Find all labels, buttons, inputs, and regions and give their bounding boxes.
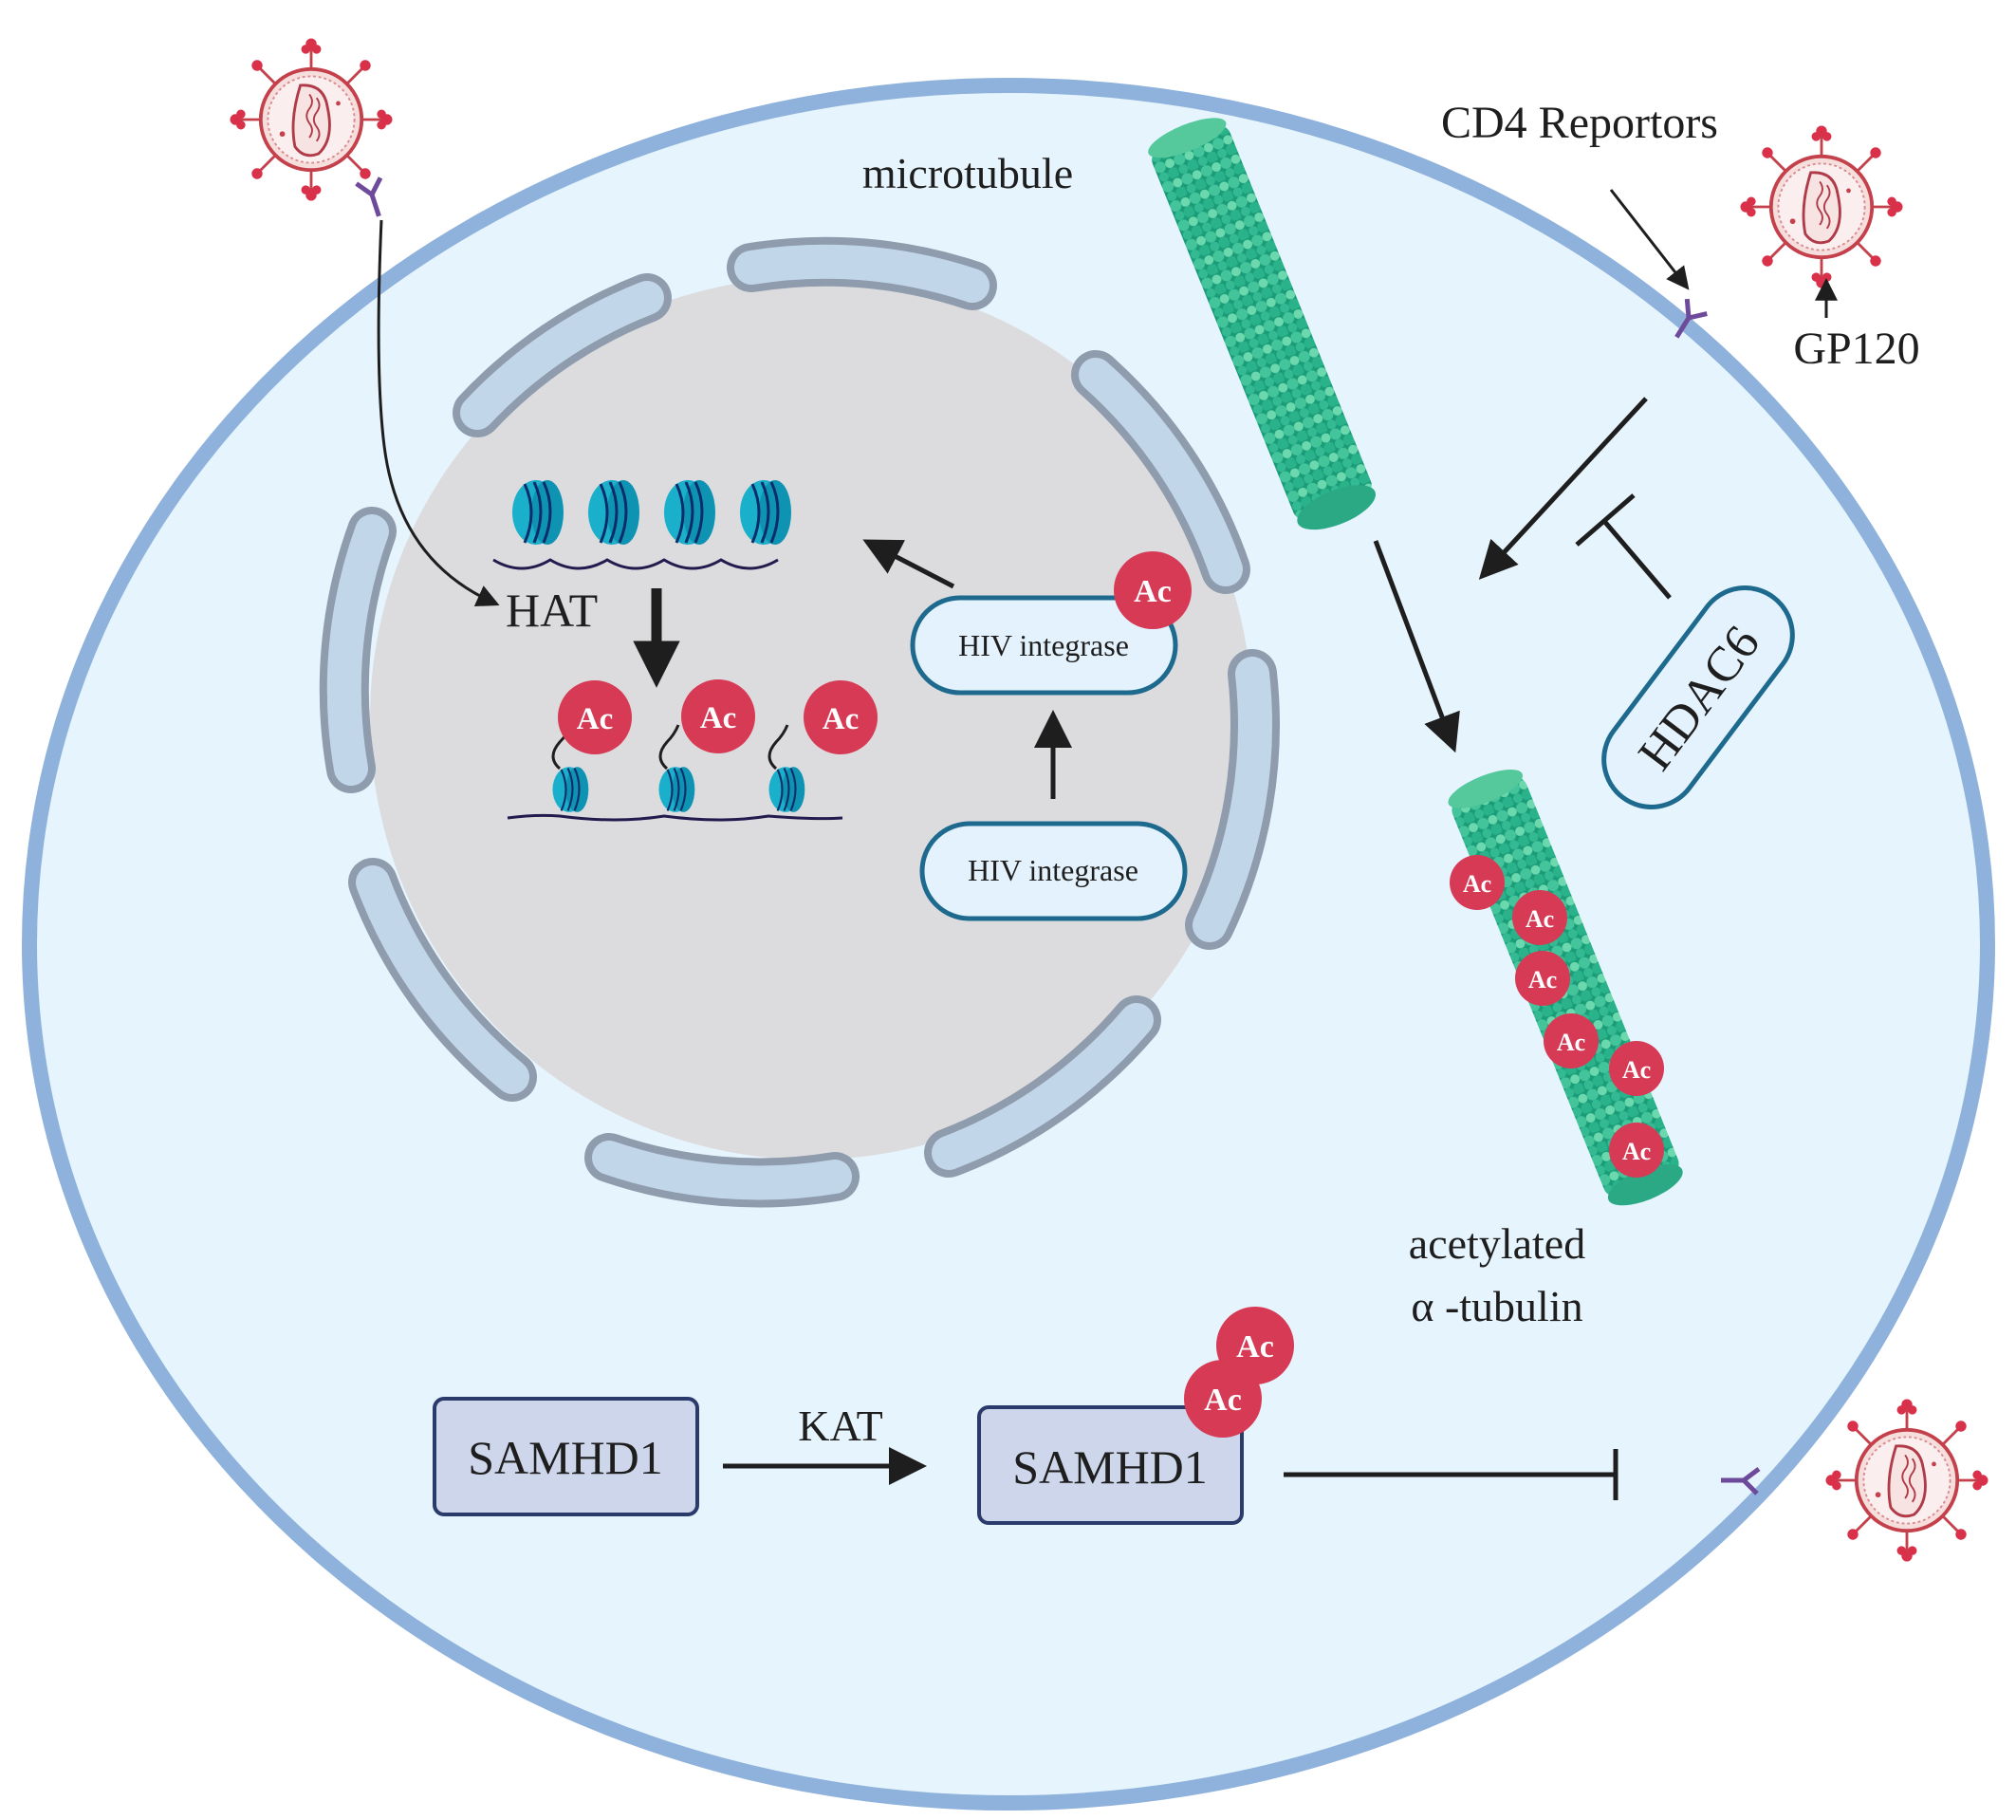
acetylated-samhd1-box: SAMHD1 [977, 1405, 1244, 1525]
nucleosome-icon [510, 478, 565, 547]
hiv-integrase-box: HIV integrase [919, 821, 1188, 921]
ac-label: Ac [1134, 574, 1172, 609]
integrase-to-chromatin-arrow [862, 539, 955, 589]
nuclear-envelope [319, 236, 1280, 1208]
inhibition-bar-icon [1575, 493, 1636, 547]
ac-label: Ac [1463, 870, 1491, 898]
microtubule-label: microtubule [862, 149, 1073, 197]
nucleosome-icon [662, 478, 717, 547]
hat-label: HAT [506, 584, 598, 637]
microtubule-icon [1148, 118, 1377, 530]
hiv-integrase-acetylated-label: HIV integrase [958, 628, 1129, 662]
acetyl-group-icon: Ac [1609, 1123, 1664, 1178]
ac-label: Ac [1622, 1138, 1651, 1165]
ac-label: Ac [577, 702, 613, 736]
hiv-virion-icon [228, 36, 395, 203]
ac-label: Ac [1622, 1056, 1651, 1084]
cd4-pointer-arrow [1609, 189, 1690, 290]
hiv-integrase-acetylated-box: HIV integrase [910, 595, 1178, 696]
acetyl-group-icon: Ac [681, 679, 755, 753]
samhd1-box: SAMHD1 [433, 1397, 699, 1516]
acetyl-group-icon: Ac [558, 680, 632, 754]
hiv-virion-icon [1738, 123, 1905, 290]
acetyl-group-icon: Ac [1184, 1360, 1262, 1438]
ac-label: Ac [823, 702, 859, 736]
hiv-integrase-label: HIV integrase [968, 853, 1138, 887]
gp120-label: GP120 [1793, 324, 1919, 374]
acetyl-group-icon: Ac [1114, 551, 1192, 629]
cd4-receptor-icon [357, 176, 392, 219]
hiv-virion-icon [1823, 1397, 1990, 1564]
kat-label: KAT [798, 1402, 882, 1450]
hdac6-inhibition-line [1601, 518, 1672, 600]
acetyl-group-icon: Ac [804, 680, 878, 754]
acetyl-group-icon: Ac [1609, 1041, 1664, 1096]
ac-label: Ac [1528, 966, 1557, 994]
ac-label: Ac [1526, 905, 1554, 933]
cd4-signaling-arrow [1478, 397, 1648, 580]
ac-label: Ac [1557, 1029, 1585, 1056]
acetyl-group-icon: Ac [1544, 1013, 1599, 1068]
acetyl-group-icon: Ac [1450, 855, 1505, 910]
acetyl-group-icon: Ac [1515, 951, 1570, 1006]
acetylated-label-line1: acetylated [1409, 1219, 1585, 1268]
acetylated-samhd1-label: SAMHD1 [1012, 1440, 1208, 1494]
acetylated-label-line2: α -tubulin [1411, 1282, 1582, 1330]
nucleosome-icon [586, 478, 641, 547]
ac-label: Ac [1204, 1383, 1242, 1418]
nucleosome-icon [738, 478, 793, 547]
ac-label: Ac [700, 701, 736, 735]
samhd1-label: SAMHD1 [468, 1431, 663, 1484]
virus-entry-arrow [377, 219, 500, 607]
ac-label: Ac [1236, 1329, 1274, 1365]
nucleus [319, 236, 1280, 1208]
acetylation-arrow [1373, 540, 1460, 753]
cd4-receptors-label: CD4 Reportors [1441, 98, 1718, 148]
condensed-chromatin [492, 478, 793, 570]
acetyl-group-icon: Ac [1512, 890, 1567, 945]
